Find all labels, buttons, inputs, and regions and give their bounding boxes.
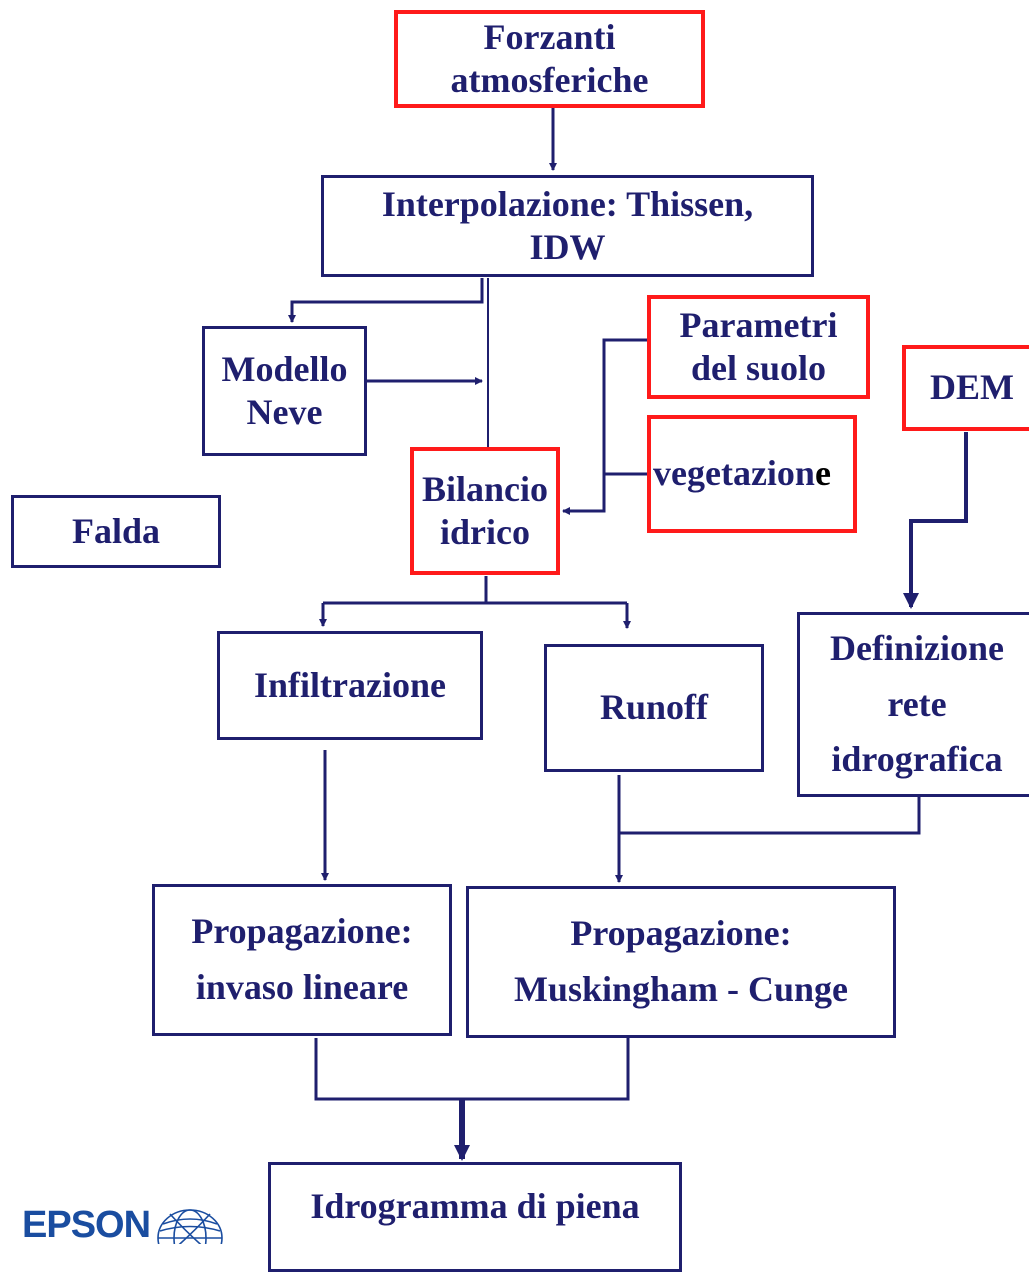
node-interpolazione: Interpolazione: Thissen, IDW xyxy=(321,175,814,277)
line-propagazioni-join xyxy=(314,1038,630,1101)
node-label-line: Idrogramma di piena xyxy=(310,1186,640,1226)
node-definizione-rete-idrografica: Definizione rete idrografica xyxy=(797,612,1029,797)
node-label-main: vegetazion xyxy=(653,453,815,494)
node-label-line: Propagazione: xyxy=(570,913,792,954)
node-label-line: idrico xyxy=(440,512,530,552)
node-label-line: Bilancio xyxy=(421,468,549,509)
node-forzanti-atmosferiche: Forzanti atmosferiche xyxy=(394,10,705,108)
node-dem: DEM xyxy=(902,345,1029,431)
globe-icon xyxy=(157,1209,223,1244)
node-falda: Falda xyxy=(11,495,221,568)
node-label-line: vegetazione xyxy=(653,452,831,495)
node-label-last-letter: e xyxy=(814,453,831,494)
node-label-line: atmosferiche xyxy=(450,60,649,100)
node-label-line: IDW xyxy=(529,227,606,267)
node-parametri-suolo: Parametri del suolo xyxy=(647,295,870,399)
epson-logo: EPSON xyxy=(22,1206,226,1244)
node-label-line: Parametri xyxy=(679,304,838,345)
node-label-line: Falda xyxy=(71,510,160,551)
node-label-line: Muskingham - Cunge xyxy=(513,969,849,1009)
node-infiltrazione: Infiltrazione xyxy=(217,631,483,740)
node-label-line: Modello xyxy=(221,348,348,389)
node-propagazione-muskingham: Propagazione: Muskingham - Cunge xyxy=(466,886,896,1038)
arrow-interpolazione-to-neve xyxy=(288,278,484,323)
node-label-line: Forzanti xyxy=(483,16,616,57)
node-label-line: Infiltrazione xyxy=(254,664,446,705)
node-label-line: Definizione xyxy=(830,627,1004,668)
node-label-line: DEM xyxy=(930,367,1014,408)
node-label-line: del suolo xyxy=(690,348,827,388)
node-label-line: Neve xyxy=(246,392,323,432)
node-label-line: Propagazione: xyxy=(191,911,413,952)
diagram-connectors xyxy=(288,108,968,1161)
node-runoff: Runoff xyxy=(544,644,764,772)
node-idrogramma-di-piena: Idrogramma di piena xyxy=(268,1162,682,1272)
node-propagazione-invaso: Propagazione: invaso lineare xyxy=(152,884,452,1036)
node-label-line: idrografica xyxy=(831,739,1003,780)
logo-text: EPSON xyxy=(22,1206,151,1244)
node-bilancio-idrico: Bilancio idrico xyxy=(410,447,560,575)
node-label-line: rete xyxy=(887,683,947,724)
line-bilancio-split xyxy=(323,576,627,605)
node-vegetazione: vegetazione xyxy=(647,415,857,533)
arrow-dem-to-definizione xyxy=(903,432,968,609)
node-label-line: Runoff xyxy=(599,687,709,728)
node-label-line: Interpolazione: Thissen, xyxy=(381,183,754,224)
node-label-line: invaso lineare xyxy=(195,967,409,1007)
arrow-suolo-veg-to-bilancio xyxy=(562,338,647,515)
line-definizione-join xyxy=(619,797,921,835)
node-modello-neve: Modello Neve xyxy=(202,326,367,456)
